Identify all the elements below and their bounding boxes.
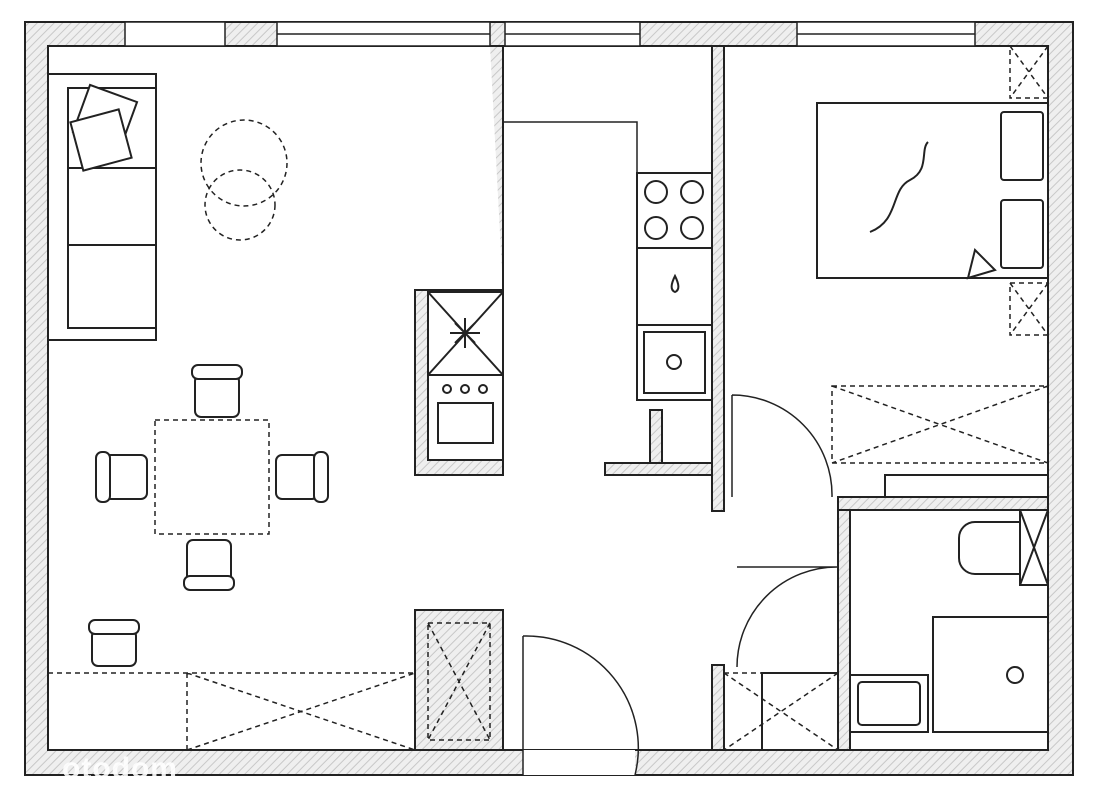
storage-area bbox=[48, 672, 416, 751]
dining-table bbox=[154, 419, 270, 535]
wall-stub bbox=[604, 409, 713, 476]
chairs bbox=[88, 364, 329, 667]
chair bbox=[183, 539, 235, 591]
wardrobe bbox=[831, 385, 1049, 464]
chair bbox=[95, 451, 148, 503]
bed bbox=[816, 102, 1049, 280]
wall-hall-right bbox=[711, 664, 725, 751]
chair bbox=[275, 451, 329, 503]
watermark: otodom bbox=[62, 752, 178, 785]
shower bbox=[932, 616, 1049, 733]
wall-bathroom-top bbox=[837, 496, 1049, 511]
wall-bathroom-left bbox=[837, 509, 851, 751]
entry-door bbox=[522, 635, 640, 776]
toilet bbox=[958, 521, 1021, 575]
sofa bbox=[47, 73, 157, 341]
wall-kitchen-bedroom bbox=[711, 45, 725, 512]
kitchen bbox=[427, 172, 713, 461]
bedroom-door bbox=[731, 394, 833, 498]
chair bbox=[88, 619, 140, 667]
wall-bedroom-stub bbox=[884, 474, 1049, 498]
chair bbox=[191, 364, 243, 418]
rug bbox=[200, 119, 288, 207]
windows bbox=[124, 21, 976, 47]
closet bbox=[427, 622, 491, 741]
bathroom-door bbox=[736, 566, 839, 668]
bathroom bbox=[761, 509, 1049, 751]
boiler bbox=[761, 672, 839, 751]
